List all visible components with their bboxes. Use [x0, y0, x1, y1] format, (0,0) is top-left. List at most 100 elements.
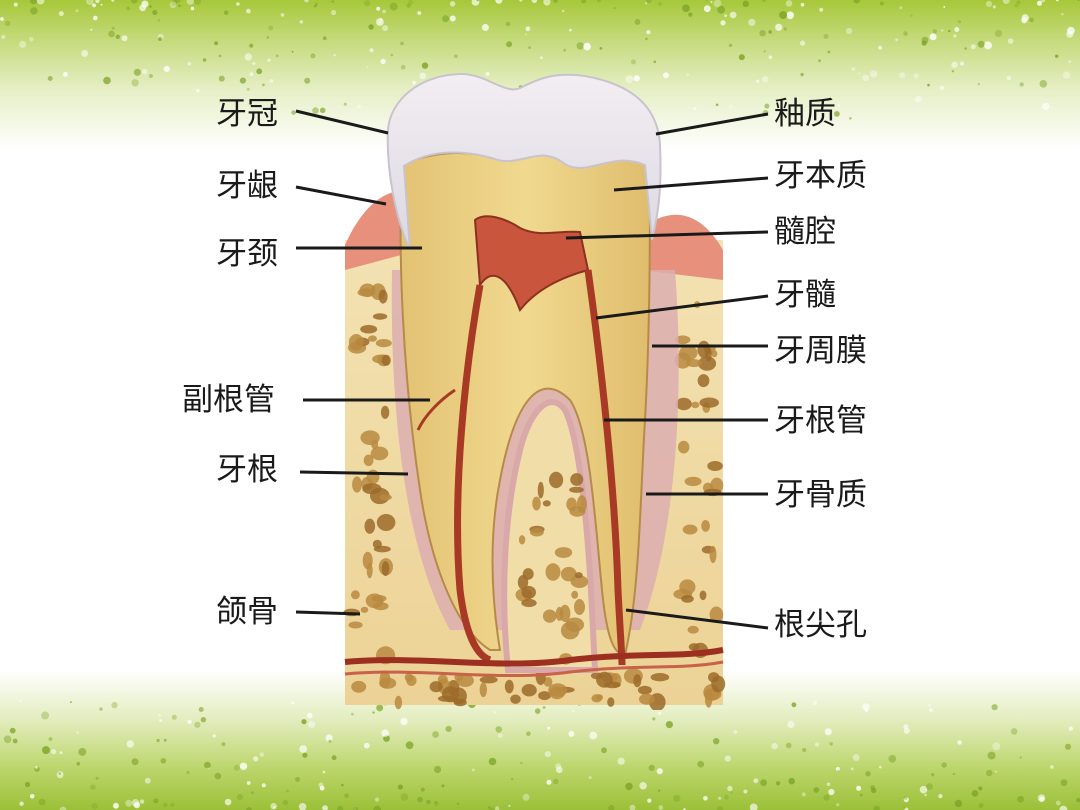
speckle-dot	[400, 793, 409, 801]
speckle-dot	[495, 0, 503, 4]
speckle-dot	[170, 802, 175, 807]
speckle-dot	[599, 47, 603, 50]
speckle-dot	[764, 103, 770, 109]
speckle-dot	[159, 719, 163, 722]
speckle-dot	[929, 33, 937, 41]
bone-cavity	[351, 680, 367, 693]
speckle-dot	[547, 726, 551, 730]
speckle-dot	[927, 83, 930, 87]
speckle-dot	[91, 3, 97, 8]
bone-cavity	[705, 346, 712, 362]
speckle-dot	[768, 30, 772, 34]
speckle-dot	[13, 2, 18, 7]
enamel-cap	[386, 72, 662, 251]
speckle-dot	[9, 727, 16, 734]
speckle-dot	[742, 0, 749, 7]
bone-cavity	[545, 563, 561, 581]
speckle-dot	[581, 0, 586, 4]
speckle-dot	[344, 793, 349, 798]
speckle-dot	[58, 772, 61, 775]
speckle-dot	[171, 714, 177, 720]
speckle-dot	[111, 701, 118, 709]
speckle-dot	[505, 21, 511, 27]
bone-cavity	[530, 527, 544, 537]
speckle-dot	[445, 725, 452, 732]
bone-cavity	[711, 350, 718, 358]
speckle-dot	[948, 29, 951, 33]
speckle-dot	[432, 731, 439, 738]
speckle-dot	[1029, 17, 1034, 23]
speckle-dot	[929, 708, 933, 712]
speckle-dot	[488, 757, 497, 766]
jawbone-cavities	[343, 283, 726, 710]
speckle-dot	[1014, 3, 1019, 8]
speckle-dot	[1019, 756, 1022, 759]
bone-cavity	[685, 359, 702, 368]
speckle-dot	[417, 11, 422, 15]
speckle-dot	[556, 766, 563, 774]
speckle-dot	[456, 802, 460, 805]
speckle-dot	[372, 711, 375, 714]
bone-cavity	[701, 520, 710, 532]
tooth-cross-section	[343, 72, 726, 710]
speckle-dot	[957, 20, 962, 24]
speckle-dot	[380, 58, 386, 65]
speckle-dot	[688, 12, 693, 17]
bone-cavity	[687, 625, 699, 634]
speckle-dot	[728, 43, 733, 47]
speckle-dot	[19, 700, 22, 703]
speckle-dot	[903, 31, 908, 36]
speckle-dot	[249, 43, 254, 48]
speckle-dot	[703, 5, 711, 13]
speckle-dot	[343, 102, 347, 106]
speckle-dot	[239, 762, 248, 770]
speckle-dot	[951, 70, 955, 73]
bone-cavity	[363, 454, 374, 467]
speckle-dot	[421, 62, 429, 69]
speckle-dot	[113, 803, 119, 809]
speckle-dot	[1002, 0, 1010, 4]
speckle-dot	[449, 15, 456, 22]
bone-cavity	[406, 675, 417, 686]
speckle-dot	[223, 10, 229, 15]
speckle-dot	[519, 0, 523, 2]
speckle-dot	[921, 40, 927, 46]
speckle-dot	[800, 40, 806, 46]
bone-cavity	[379, 494, 392, 501]
bone-cavity	[574, 572, 583, 579]
speckle-dot	[103, 76, 111, 85]
speckle-dot	[994, 29, 1003, 37]
speckle-dot	[957, 740, 962, 745]
speckle-dot	[369, 48, 374, 53]
speckle-dot	[849, 117, 852, 120]
speckle-dot	[1062, 71, 1071, 79]
speckle-dot	[498, 733, 503, 739]
speckle-dot	[1017, 795, 1024, 803]
speckle-dot	[224, 798, 232, 806]
speckle-dot	[200, 717, 207, 723]
speckle-dot	[915, 96, 922, 103]
speckle-dot	[19, 40, 27, 48]
speckle-dot	[331, 755, 337, 761]
bone-cavity	[504, 679, 514, 694]
speckle-dot	[749, 803, 758, 810]
speckle-dot	[91, 802, 98, 810]
speckle-dot	[81, 49, 89, 57]
speckle-dot	[1007, 38, 1014, 44]
speckle-dot	[1077, 0, 1080, 2]
label-root-canal: 牙根管	[774, 403, 867, 439]
speckle-dot	[941, 29, 944, 32]
bone-cavity	[590, 672, 603, 680]
speckle-dot	[19, 801, 24, 806]
speckle-dot	[601, 747, 607, 754]
speckle-dot	[826, 782, 831, 786]
bone-cavity	[565, 617, 585, 632]
speckle-dot	[858, 72, 861, 75]
speckle-dot	[785, 0, 793, 7]
speckle-dot	[42, 746, 50, 755]
bone-cavity	[359, 283, 376, 298]
speckle-dot	[29, 0, 38, 5]
speckle-dot	[187, 61, 192, 66]
speckle-dot	[879, 765, 882, 769]
speckle-dot	[814, 742, 820, 747]
